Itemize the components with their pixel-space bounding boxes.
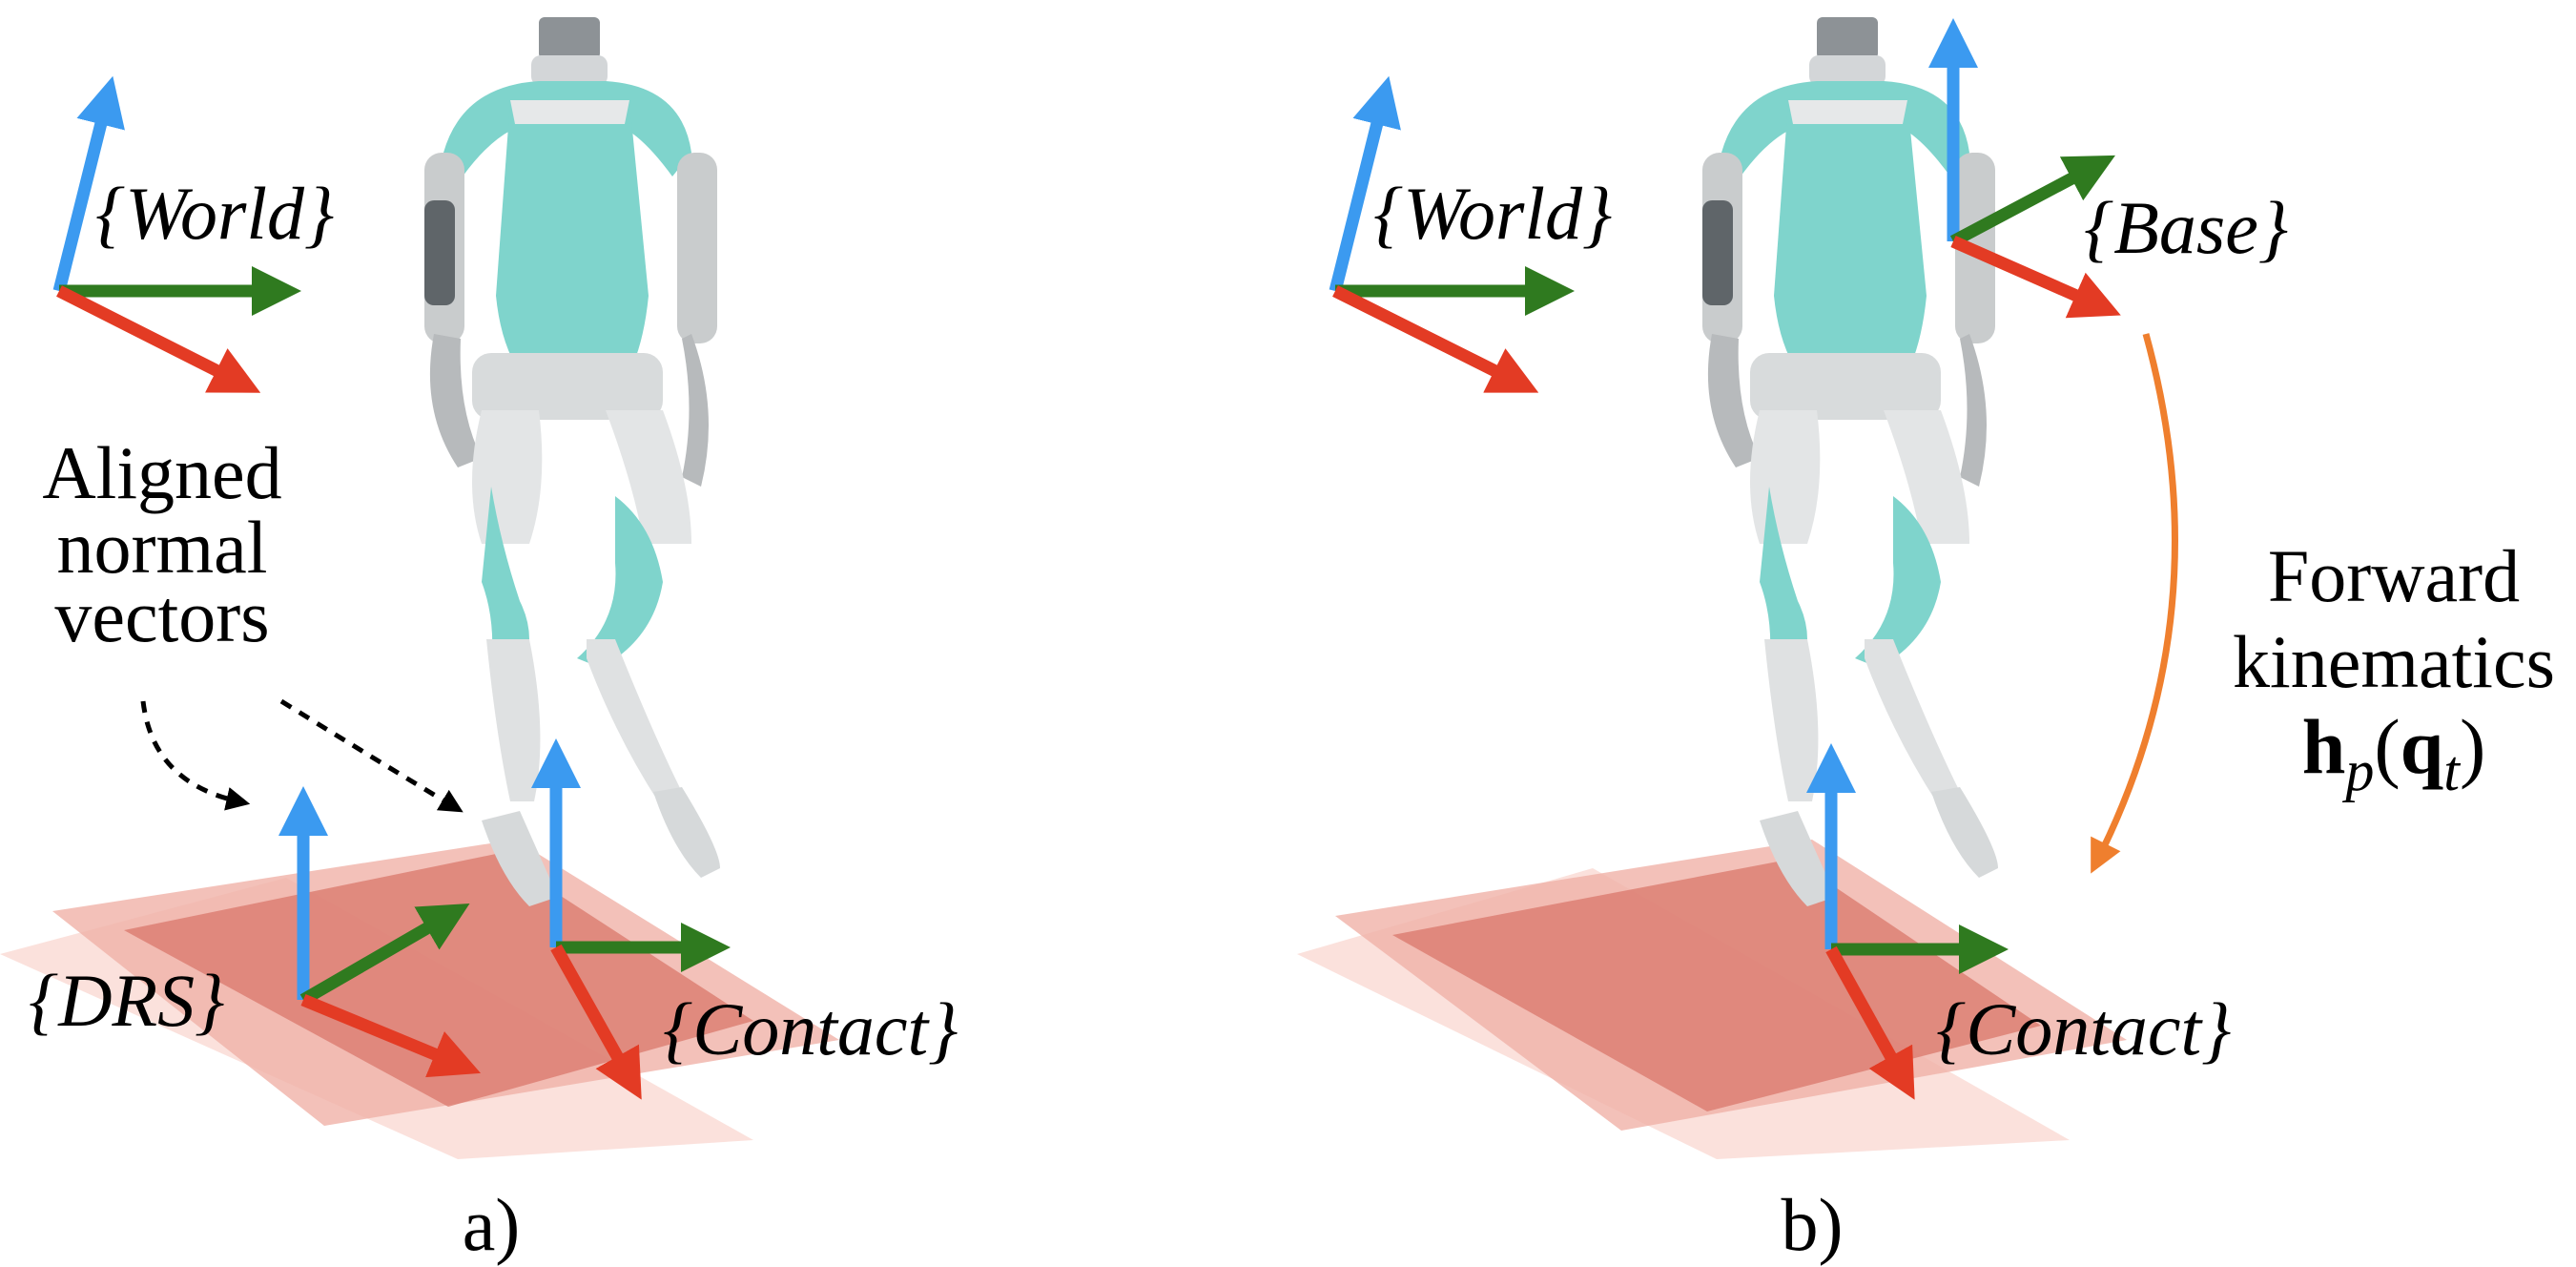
contact-label-b: {Contact} — [1936, 987, 2231, 1070]
fk-formula-h: h — [2302, 703, 2346, 790]
fk-formula-q: q — [2401, 703, 2444, 790]
world-frame-b-axis-triad-icon — [1329, 75, 1575, 393]
fk-formula-p: p — [2341, 739, 2374, 802]
world-label-a: {World} — [95, 172, 334, 255]
humanoid-robot-icon — [424, 17, 720, 906]
drs-frame-axis-triad-icon — [278, 786, 482, 1078]
contact-frame-b-axis-triad-icon — [1806, 743, 2009, 1100]
caption-a: a) — [463, 1183, 521, 1266]
ground-plane-dark — [124, 854, 753, 1107]
fk-formula-close: ) — [2460, 703, 2485, 790]
base-frame-axis-triad-icon — [1928, 18, 2121, 319]
base-label: {Base} — [2084, 186, 2288, 269]
fk-formula-t: t — [2443, 739, 2461, 802]
fk-formula-open: ( — [2374, 703, 2400, 790]
contact-frame-a-axis-triad-icon — [531, 738, 731, 1100]
contact-label-a: {Contact} — [663, 987, 958, 1070]
forward-kinematics-arrow — [2091, 333, 2178, 874]
world-frame-a-axis-triad-icon — [52, 75, 301, 393]
dashed-arrow-to-drs — [140, 700, 251, 811]
panel-a: {World} Aligned normal vectors {DRS} {Co… — [0, 17, 958, 1266]
world-label-b: {World} — [1373, 172, 1612, 255]
annotation-line-3: vectors — [54, 574, 269, 657]
caption-b: b) — [1782, 1183, 1844, 1266]
annotation-line-1: Aligned — [42, 431, 281, 514]
fk-formula: hp(qt) — [2302, 703, 2486, 802]
fk-line-1: Forward — [2268, 534, 2520, 617]
drs-label: {DRS} — [29, 959, 224, 1042]
panel-b: {World} {Base} Forward kinematics hp(qt)… — [1297, 17, 2555, 1266]
fk-line-2: kinematics — [2233, 620, 2555, 703]
annotation-line-2: normal — [57, 506, 268, 589]
dashed-arrow-to-contact — [279, 698, 464, 813]
